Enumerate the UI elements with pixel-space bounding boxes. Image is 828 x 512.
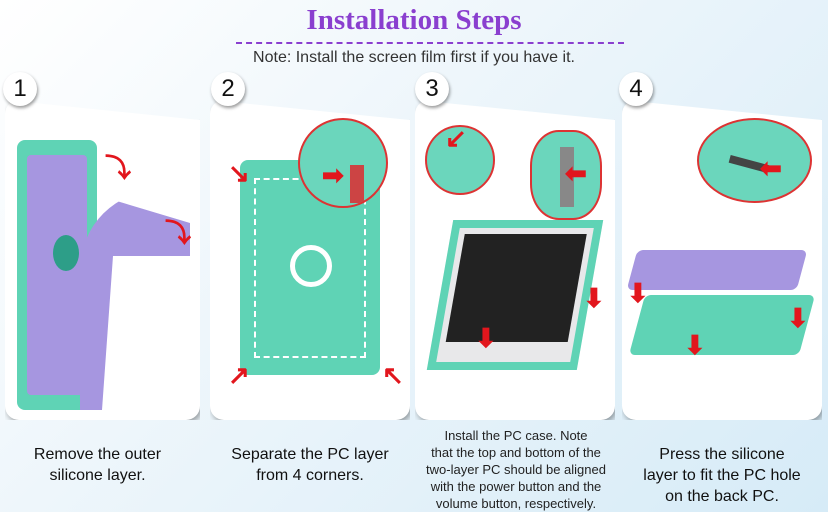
install-note: Note: Install the screen film first if y… [253, 49, 575, 66]
caption-line: volume button, respectively. [435, 496, 597, 511]
title-divider [236, 42, 624, 44]
detail-inset [697, 118, 812, 203]
caption-line: Remove the outer [33, 446, 162, 463]
step-3-number: 3 [415, 72, 449, 106]
caption-line: two-layer PC should be aligned [426, 462, 606, 477]
caption-line: layer to fit the PC hole [643, 467, 801, 484]
caption-line: silicone layer. [49, 467, 146, 484]
step-3-card: ↙ ⬅ ⬇ ⬇ [415, 100, 615, 420]
caption-line: on the back PC. [665, 488, 779, 505]
red-arrow-icon: ⬇ [787, 303, 809, 333]
caption-line: that the top and bottom of the [431, 445, 601, 460]
step-3-caption: Install the PC case. Note that the top a… [410, 427, 622, 512]
step-2-caption: Separate the PC layer from 4 corners. [210, 444, 410, 486]
detail-inset [298, 118, 388, 208]
red-arrow-icon: ⬇ [627, 278, 649, 308]
red-arrow-icon: ⬅ [760, 153, 782, 183]
step-4-number: 4 [619, 72, 653, 106]
caption-line: Separate the PC layer [231, 446, 389, 463]
red-arrow-icon: ↖ [382, 360, 404, 390]
silicone-layer-image [626, 250, 808, 290]
red-arrow-icon: ↙ [445, 123, 467, 153]
detail-inset [425, 125, 495, 195]
step-2-number: 2 [211, 72, 245, 106]
caption-line: from 4 corners. [256, 467, 364, 484]
red-arrow-icon: ⬅ [565, 158, 587, 188]
caption-line: Press the silicone [659, 446, 785, 463]
tablet-image [426, 220, 604, 370]
red-arrow-icon: ⬇ [684, 330, 706, 360]
red-arrow-icon: ⤵ [105, 153, 132, 183]
step-2-card: ➡ ↘ ↗ ↖ [210, 100, 410, 420]
step-1-card: ⤵ ⤵ [5, 100, 200, 420]
page-title: Installation Steps [306, 4, 522, 36]
step-1-caption: Remove the outer silicone layer. [5, 444, 190, 486]
caption-line: with the power button and the [430, 479, 602, 494]
detail-inset [530, 130, 602, 220]
step-4-card: ⬅ ⬇ ⬇ ⬇ [622, 100, 822, 420]
red-arrow-icon: ↘ [228, 158, 250, 188]
step-4-caption: Press the silicone layer to fit the PC h… [622, 444, 822, 507]
red-arrow-icon: ⬇ [583, 283, 605, 313]
red-arrow-icon: ⤵ [165, 218, 192, 248]
red-arrow-icon: ↗ [228, 360, 250, 390]
red-arrow-icon: ⬇ [475, 323, 497, 353]
red-arrow-icon: ➡ [322, 160, 344, 190]
step-1-number: 1 [3, 72, 37, 106]
caption-line: Install the PC case. Note [444, 428, 588, 443]
